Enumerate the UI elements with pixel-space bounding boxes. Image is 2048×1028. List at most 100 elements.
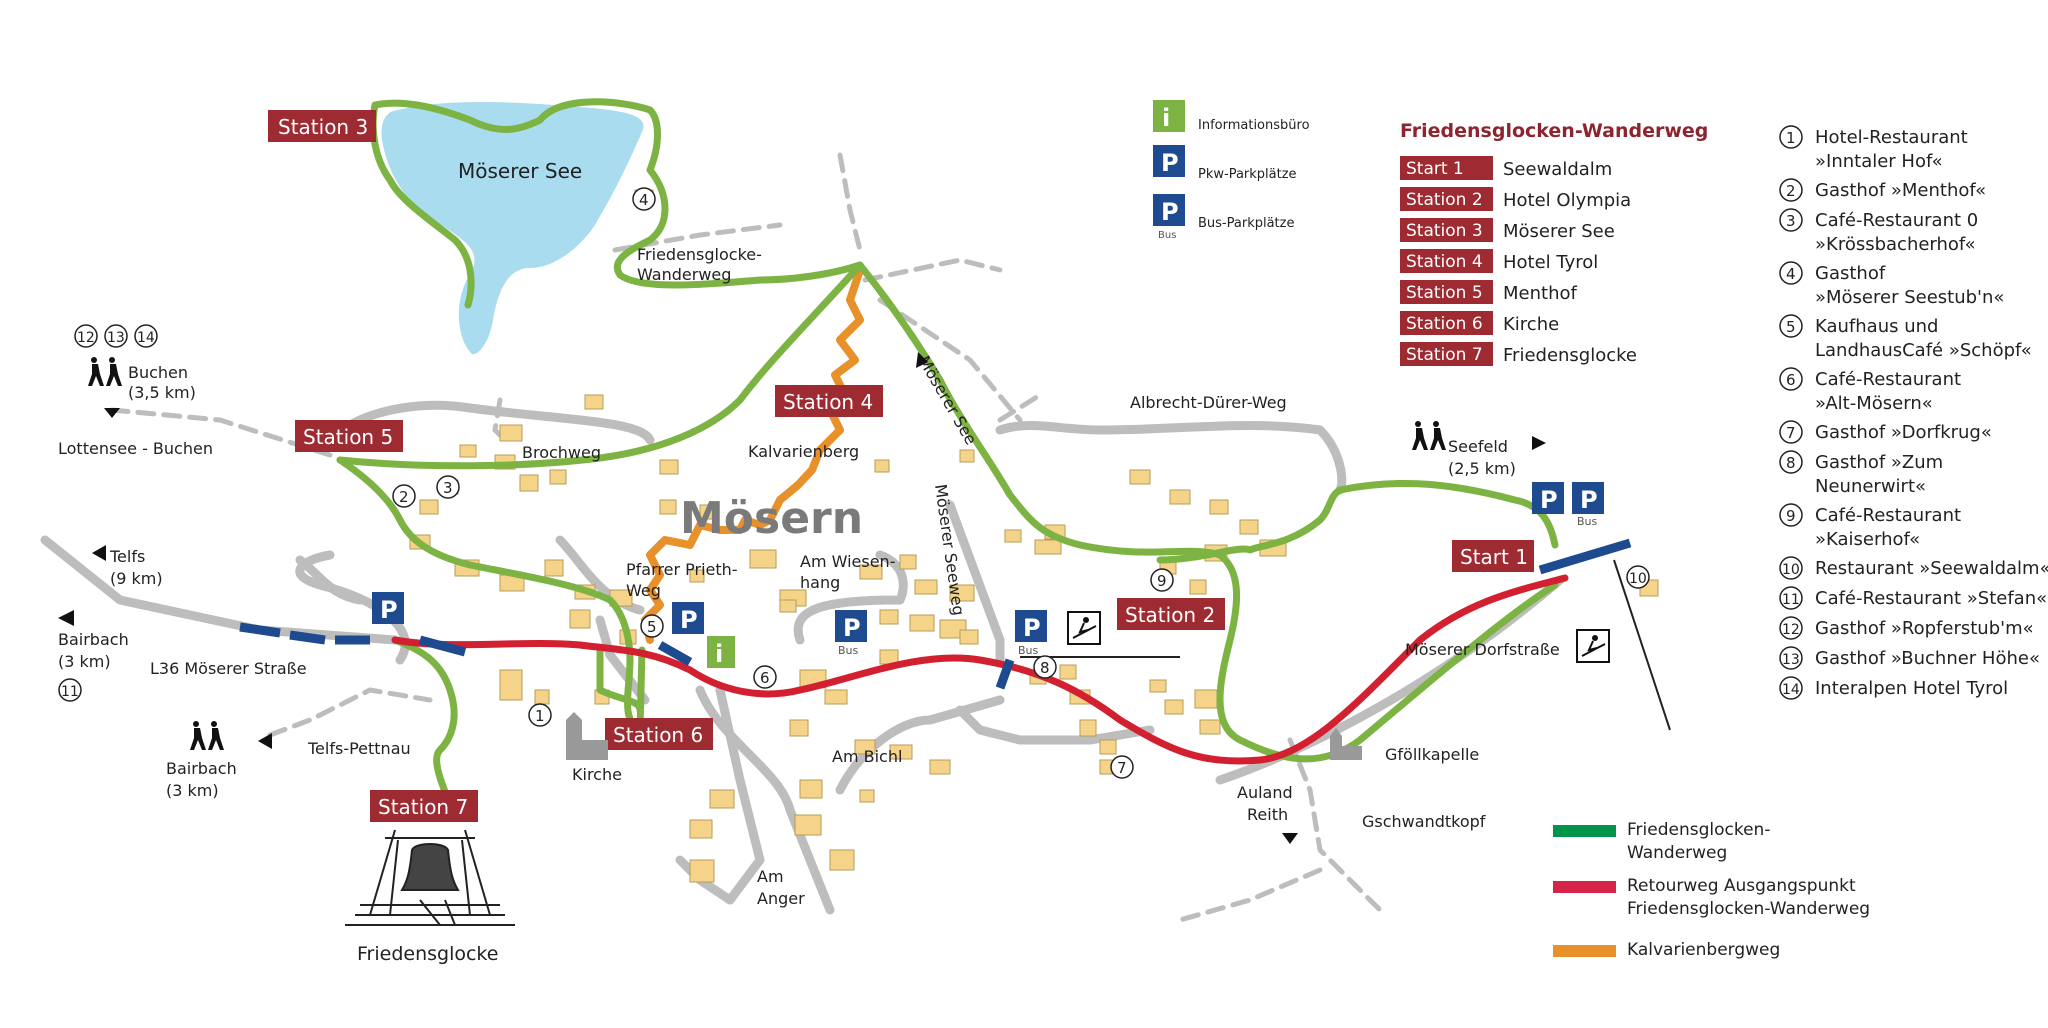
parking-marker[interactable]: P bbox=[372, 592, 404, 624]
svg-text:Albrecht-Dürer-Weg: Albrecht-Dürer-Weg bbox=[1130, 393, 1287, 412]
poi-name: »Kaiserhof« bbox=[1815, 529, 1920, 550]
station-6-badge[interactable]: Station 6 bbox=[605, 718, 713, 750]
route-legend-badge-label: Start 1 bbox=[1406, 159, 1464, 179]
parking-marker[interactable]: P bbox=[1532, 482, 1564, 514]
svg-text:P: P bbox=[843, 614, 861, 642]
svg-text:Auland: Auland bbox=[1237, 783, 1293, 802]
svg-text:(3 km): (3 km) bbox=[58, 652, 111, 671]
poi-name: Café-Restaurant bbox=[1815, 505, 1961, 526]
svg-text:P: P bbox=[1161, 198, 1179, 226]
poi-marker-14: 14 bbox=[134, 324, 158, 348]
svg-text:P: P bbox=[1023, 614, 1041, 642]
poi-name: »Krössbacherhof« bbox=[1815, 234, 1976, 255]
svg-text:8: 8 bbox=[1040, 659, 1050, 677]
svg-text:Am Bichl: Am Bichl bbox=[832, 747, 902, 766]
poi-name: Café-Restaurant bbox=[1815, 369, 1961, 390]
route-legend-badge bbox=[1400, 342, 1493, 366]
svg-text:Weg: Weg bbox=[626, 581, 661, 600]
road-l36-markers bbox=[239, 538, 1632, 690]
svg-text:P: P bbox=[1580, 486, 1598, 514]
station-3-badge[interactable]: Station 3 bbox=[268, 110, 376, 142]
poi-name: Café-Restaurant 0 bbox=[1815, 210, 1978, 231]
svg-text:Station 4: Station 4 bbox=[783, 390, 873, 414]
svg-text:(3 km): (3 km) bbox=[166, 781, 219, 800]
road-west-bend bbox=[295, 555, 365, 605]
svg-text:Informationsbüro: Informationsbüro bbox=[1198, 118, 1310, 133]
dash-north bbox=[837, 152, 863, 253]
svg-text:Bairbach: Bairbach bbox=[58, 630, 129, 649]
start-1-badge[interactable]: Start 1 bbox=[1452, 540, 1534, 572]
poi-name: Gasthof »Menthof« bbox=[1815, 180, 1986, 201]
route-legend-badge bbox=[1400, 249, 1493, 273]
svg-text:4: 4 bbox=[639, 191, 649, 209]
road-church-south bbox=[695, 685, 835, 915]
svg-text:hang: hang bbox=[800, 573, 840, 592]
poi-marker-4: 4 bbox=[632, 187, 656, 211]
parking-marker[interactable]: P bbox=[672, 602, 704, 634]
lake-moeserer-see bbox=[377, 98, 648, 359]
svg-text:(3,5 km): (3,5 km) bbox=[128, 383, 196, 402]
poi-name: Restaurant »Seewaldalm« bbox=[1815, 558, 2048, 579]
poi-number: 12 bbox=[1782, 622, 1800, 638]
ski-icon bbox=[1576, 629, 1610, 663]
road-seeweg bbox=[945, 500, 1005, 665]
station-5-badge[interactable]: Station 5 bbox=[295, 420, 403, 452]
poi-number: 11 bbox=[1782, 592, 1800, 608]
poi-markers: 1 2 3 4 5 6 7 8 9 10 11 12 13 14 bbox=[58, 187, 1650, 779]
poi-number-circle bbox=[1779, 646, 1803, 670]
info-marker[interactable]: i bbox=[707, 636, 735, 668]
route-legend-badge-label: Station 4 bbox=[1406, 252, 1483, 272]
poi-name: Neunerwirt« bbox=[1815, 476, 1926, 497]
svg-text:Brochweg: Brochweg bbox=[522, 443, 601, 462]
route-legend-badge bbox=[1400, 218, 1493, 242]
svg-text:Wanderweg: Wanderweg bbox=[637, 265, 731, 284]
poi-number: 6 bbox=[1786, 371, 1796, 389]
poi-marker-11: 11 bbox=[58, 678, 82, 702]
poi-number: 4 bbox=[1786, 265, 1796, 283]
svg-text:Möserer Dorfstraße: Möserer Dorfstraße bbox=[1405, 640, 1560, 659]
svg-text:i: i bbox=[715, 640, 723, 668]
chapel-icon bbox=[1330, 728, 1362, 760]
svg-text:Reith: Reith bbox=[1247, 805, 1288, 824]
poi-name: LandhausCafé »Schöpf« bbox=[1815, 340, 2032, 361]
route-legend-badge bbox=[1400, 187, 1493, 211]
route-legend-badge-label: Station 6 bbox=[1406, 314, 1483, 334]
poi-name: »Alt-Mösern« bbox=[1815, 393, 1933, 414]
line-legend-item: Friedensglocken-Wanderweg bbox=[1553, 820, 1770, 863]
route-legend-name: Möserer See bbox=[1503, 221, 1615, 242]
line-legend-label: Kalvarienbergweg bbox=[1627, 940, 1780, 960]
poi-marker-8: 8 bbox=[1033, 655, 1057, 679]
poi-number-circle bbox=[1779, 261, 1803, 285]
road-bichl bbox=[835, 695, 1005, 795]
svg-text:3: 3 bbox=[443, 479, 453, 497]
hiker-icon bbox=[190, 721, 224, 750]
svg-text:Pkw-Parkplätze: Pkw-Parkplätze bbox=[1198, 167, 1297, 182]
svg-text:Gföllkapelle: Gföllkapelle bbox=[1385, 745, 1479, 764]
svg-text:L36 Möserer Straße: L36 Möserer Straße bbox=[150, 659, 307, 678]
svg-text:13: 13 bbox=[107, 330, 125, 346]
poi-name: »Möserer Seestub'n« bbox=[1815, 287, 2004, 308]
dash-ne-1 bbox=[862, 257, 1003, 283]
poi-number-circle bbox=[1779, 556, 1803, 580]
line-legend-swatch bbox=[1553, 945, 1616, 957]
svg-text:Bus: Bus bbox=[1158, 230, 1176, 241]
station-4-badge[interactable]: Station 4 bbox=[775, 385, 883, 417]
station-7-badge[interactable]: Station 7 bbox=[370, 790, 478, 822]
poi-marker-13: 13 bbox=[104, 324, 128, 348]
svg-text:Kalvarienberg: Kalvarienberg bbox=[748, 442, 859, 461]
station-2-badge[interactable]: Station 2 bbox=[1117, 598, 1225, 630]
poi-marker-6: 6 bbox=[753, 665, 777, 689]
svg-text:P: P bbox=[380, 596, 398, 624]
